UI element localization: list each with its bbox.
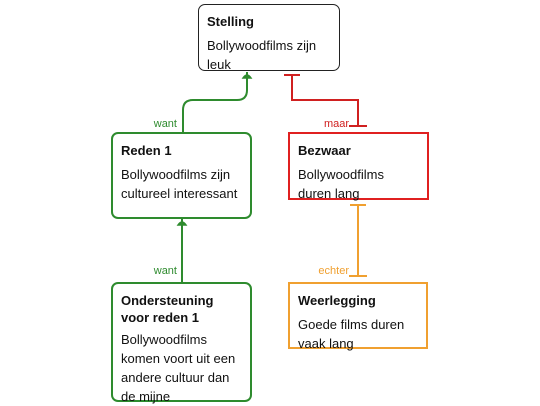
node-weerlegging-title: Weerlegging — [298, 293, 376, 308]
edge-label-maar: maar — [323, 118, 349, 130]
node-stelling-title: Stelling — [207, 14, 254, 29]
node-reden-1-text: Bollywoodfilms zijn cultureel interessan… — [121, 167, 238, 201]
node-stelling[interactable]: Stelling Bollywoodfilms zijn leuk — [198, 4, 340, 72]
edge-label-want-ondersteuning: want — [153, 265, 177, 277]
node-bezwaar-text: Bollywoodfilms duren lang — [298, 167, 384, 201]
edge-label-want-reden: want — [153, 118, 177, 130]
node-reden-1[interactable]: Reden 1 Bollywoodfilms zijn cultureel in… — [111, 132, 252, 219]
arrowhead-reden — [176, 221, 188, 226]
node-stelling-text: Bollywoodfilms zijn leuk — [207, 38, 317, 72]
arrowhead-stelling — [241, 74, 253, 79]
node-ondersteuning-title: Ondersteuning voor reden 1 — [121, 293, 214, 325]
edge-label-echter: echter — [318, 265, 349, 277]
node-ondersteuning-text: Bollywoodfilms komen voort uit een ander… — [121, 332, 236, 404]
node-weerlegging[interactable]: Weerlegging Goede films duren vaak lang — [288, 282, 428, 351]
node-bezwaar[interactable]: Bezwaar Bollywoodfilms duren lang — [288, 132, 429, 201]
node-reden-1-title: Reden 1 — [121, 143, 172, 158]
connector-reden-to-stelling — [182, 72, 248, 132]
node-ondersteuning[interactable]: Ondersteuning voor reden 1 Bollywoodfilm… — [111, 282, 252, 404]
node-weerlegging-text: Goede films duren vaak lang — [298, 317, 405, 351]
node-bezwaar-title: Bezwaar — [298, 143, 351, 158]
connector-bezwaar-to-stelling — [291, 75, 359, 126]
